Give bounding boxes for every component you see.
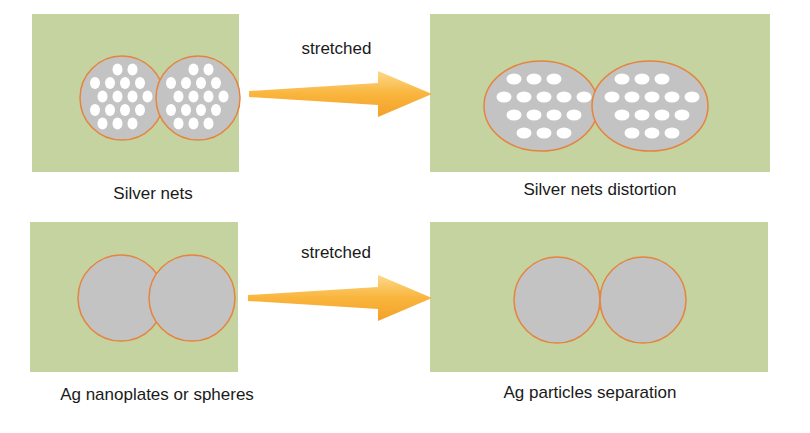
net-hole — [507, 110, 522, 121]
net-hole — [128, 91, 138, 103]
net-hole — [120, 77, 130, 89]
stretch-arrow — [249, 71, 432, 117]
net-hole — [113, 64, 123, 76]
net-hole — [675, 110, 690, 121]
sample-panel — [32, 14, 239, 172]
ag-particle — [600, 257, 686, 343]
net-hole — [567, 110, 582, 121]
net-hole — [517, 128, 532, 139]
net-hole — [655, 110, 670, 121]
sample-panel — [430, 14, 770, 172]
net-hole — [211, 104, 221, 116]
sample-panel — [30, 222, 238, 372]
net-hole — [166, 77, 176, 89]
net-hole — [90, 104, 100, 116]
panel-caption: Ag nanoplates or spheres — [60, 385, 254, 405]
net-hole — [615, 74, 630, 85]
net-hole — [537, 92, 552, 103]
net-hole — [166, 104, 176, 116]
net-hole — [105, 77, 115, 89]
net-hole — [189, 64, 199, 76]
net-hole — [635, 74, 650, 85]
net-hole — [665, 128, 680, 139]
net-hole — [174, 118, 184, 130]
panel-caption: Silver nets distortion — [523, 180, 676, 200]
net-hole — [181, 77, 191, 89]
net-hole — [98, 118, 108, 130]
net-hole — [625, 128, 640, 139]
net-hole — [128, 118, 138, 130]
net-hole — [537, 128, 552, 139]
net-hole — [204, 118, 214, 130]
panel-caption: Silver nets — [113, 184, 192, 204]
distorted-net — [484, 61, 598, 151]
net-hole — [113, 118, 123, 130]
net-hole — [665, 92, 680, 103]
net-hole — [174, 91, 184, 103]
net-hole — [211, 77, 221, 89]
net-hole — [120, 104, 130, 116]
silver-net-pair — [80, 56, 240, 140]
net-hole — [219, 91, 229, 103]
distorted-net — [592, 61, 708, 151]
net-hole — [497, 92, 512, 103]
net-hole — [615, 110, 630, 121]
net-hole — [98, 91, 108, 103]
net-hole — [625, 92, 640, 103]
net-hole — [645, 92, 660, 103]
net-hole — [527, 74, 542, 85]
net-hole — [189, 91, 199, 103]
net-hole — [204, 64, 214, 76]
net-hole — [143, 91, 153, 103]
ag-particle — [514, 257, 600, 343]
net-hole — [105, 104, 115, 116]
ag-particle — [149, 255, 235, 341]
net-hole — [181, 104, 191, 116]
net-hole — [645, 128, 660, 139]
net-hole — [113, 91, 123, 103]
net-hole — [685, 92, 700, 103]
net-hole — [90, 77, 100, 89]
net-hole — [655, 74, 670, 85]
panel-caption: Ag particles separation — [504, 383, 677, 403]
arrow-label: stretched — [301, 243, 371, 263]
silver-net — [80, 56, 164, 140]
net-hole — [527, 110, 542, 121]
net-hole — [507, 74, 522, 85]
net-hole — [547, 110, 562, 121]
net-hole — [635, 110, 650, 121]
net-hole — [135, 104, 145, 116]
silver-net — [156, 56, 240, 140]
ag-particle — [78, 255, 164, 341]
sample-panel — [430, 222, 768, 372]
arrow-label: stretched — [302, 39, 372, 59]
net-hole — [517, 92, 532, 103]
stretch-arrow — [248, 275, 432, 321]
net-hole — [547, 74, 562, 85]
net-hole — [128, 64, 138, 76]
net-hole — [135, 77, 145, 89]
net-hole — [204, 91, 214, 103]
net-hole — [196, 104, 206, 116]
net-hole — [557, 128, 572, 139]
net-hole — [189, 118, 199, 130]
distorted-net-pair — [484, 61, 708, 151]
net-hole — [577, 92, 592, 103]
net-hole — [557, 92, 572, 103]
net-hole — [605, 92, 620, 103]
net-hole — [196, 77, 206, 89]
